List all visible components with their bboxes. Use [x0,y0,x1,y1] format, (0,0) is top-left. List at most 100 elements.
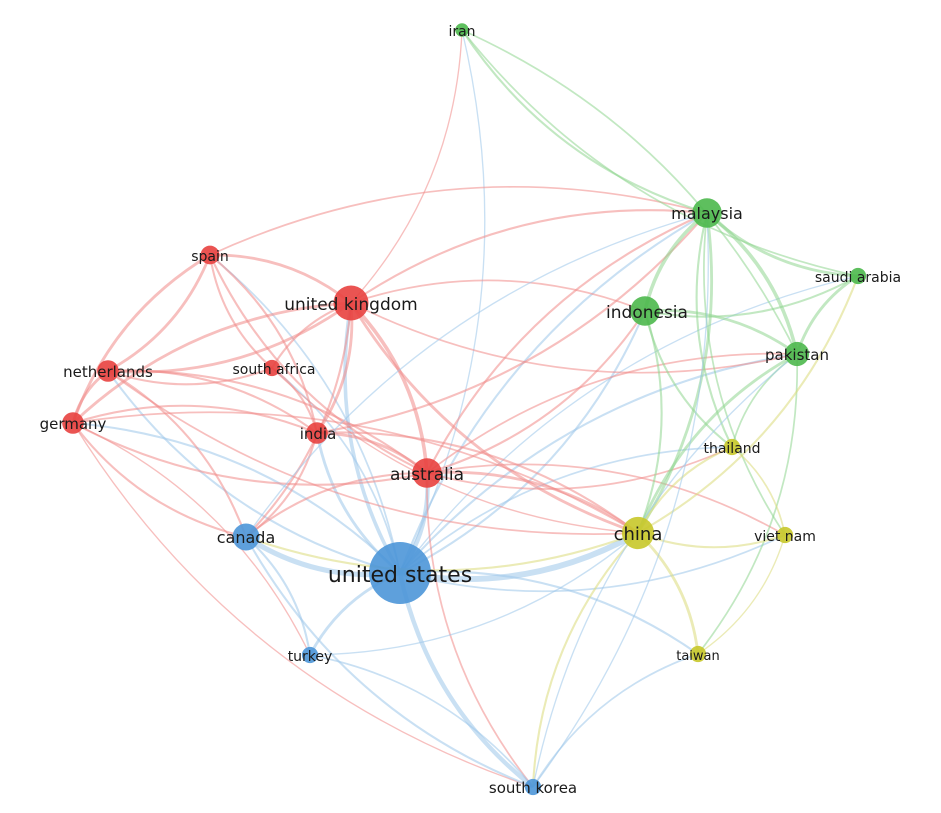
label-south-africa: south africa [233,362,316,378]
link-thailand-viet-nam [731,446,786,536]
node-pakistan[interactable] [784,341,810,367]
label-netherlands: netherlands [63,363,153,381]
node-australia[interactable] [412,458,442,488]
label-iran: iran [448,24,475,40]
link-malaysia-viet-nam [703,212,786,536]
link-australia-indonesia [426,310,646,475]
label-south-korea: south korea [489,779,577,797]
node-south-korea[interactable] [524,778,542,796]
link-south-africa-china [271,367,639,534]
node-taiwan[interactable] [689,645,707,663]
link-turkey-south-korea [309,654,534,788]
node-thailand[interactable] [723,438,741,456]
label-australia: australia [390,465,464,485]
link-united-states-saudi-arabia [399,275,859,574]
link-australia-malaysia [426,212,708,474]
link-china-south-korea [531,532,639,788]
link-indonesia-thailand [643,310,733,448]
link-spain-germany [71,253,211,424]
link-iran-saudi-arabia [461,29,859,277]
label-viet-nam: viet nam [754,529,816,545]
node-south-africa[interactable] [263,359,281,377]
node-china[interactable] [621,516,655,550]
link-germany-south-korea [72,422,534,788]
node-germany[interactable] [62,412,84,434]
link-china-canada [245,532,639,572]
link-australia-viet-nam [426,463,786,536]
node-saudi-arabia[interactable] [849,267,867,285]
link-china-taiwan [637,531,700,655]
label-saudi-arabia: saudi arabia [815,270,901,286]
link-australia-germany [72,422,428,486]
label-pakistan: pakistan [765,346,829,364]
label-china: china [614,524,663,545]
link-australia-pakistan [426,352,798,474]
link-united-states-germany [72,421,401,574]
link-united-kingdom-china [349,302,639,535]
link-australia-thailand [426,446,733,490]
link-united-kingdom-malaysia [350,209,708,304]
link-united-kingdom-indonesia [350,279,646,312]
link-malaysia-saudi-arabia [706,211,859,278]
link-australia-spain [209,254,428,474]
node-canada[interactable] [232,523,260,551]
label-malaysia: malaysia [671,204,743,223]
node-turkey[interactable] [301,646,319,664]
link-germany-india [72,404,318,434]
link-pakistan-china [636,352,798,534]
node-indonesia[interactable] [630,296,660,326]
link-indonesia-pakistan [644,308,798,356]
node-united-states[interactable] [369,542,431,604]
node-iran[interactable] [455,23,469,37]
link-south-korea-malaysia [532,212,709,788]
node-united-kingdom[interactable] [333,285,369,321]
link-united-states-south-africa [271,367,401,574]
label-united-states: united states [328,563,472,588]
link-south-korea-pakistan [532,353,798,788]
link-india-china [316,431,639,534]
label-canada: canada [217,528,276,547]
link-netherlands-south-africa [107,367,273,386]
node-india[interactable] [306,422,328,444]
link-united-states-spain [209,254,401,574]
link-spain-malaysia [209,185,708,256]
link-china-saudi-arabia [637,275,859,534]
network-links [71,29,859,789]
link-canada-turkey [245,536,312,656]
link-china-viet-nam [637,532,786,549]
network-nodes [62,23,867,796]
network-labels: iran malaysia saudi arabia indonesia pakista… [40,24,902,797]
link-australia-south-korea [426,472,534,788]
link-united-states-thailand [399,446,733,574]
link-united-kingdom-spain [209,253,352,305]
label-turkey: turkey [288,649,333,665]
label-spain: spain [191,249,229,265]
link-malaysia-thailand [695,212,733,448]
link-united-kingdom-iran [350,29,463,304]
link-south-korea-taiwan [532,653,699,788]
node-viet-nam[interactable] [776,526,794,544]
link-united-states-south-korea [397,572,535,789]
link-turkey-china [309,532,639,656]
link-united-kingdom-netherlands [107,301,352,374]
link-netherlands-china [107,370,639,535]
link-canada-south-korea [245,536,534,788]
label-thailand: thailand [703,441,760,457]
link-canada-malaysia [245,212,708,538]
link-united-states-pakistan [399,352,798,574]
link-spain-netherlands [107,254,212,373]
link-malaysia-pakistan [705,211,799,355]
link-indonesia-saudi-arabia [644,275,859,318]
label-indonesia: indonesia [606,303,688,323]
node-netherlands[interactable] [97,360,119,382]
link-united-kingdom-australia [349,301,429,474]
link-malaysia-iran [461,29,708,215]
link-taiwan-viet-nam [697,534,786,655]
node-spain[interactable] [200,245,220,265]
node-malaysia[interactable] [692,198,722,228]
link-germany-canada [72,422,247,539]
link-india-canada [245,432,319,538]
link-united-states-iran [399,29,486,574]
link-pakistan-taiwan [697,353,799,655]
